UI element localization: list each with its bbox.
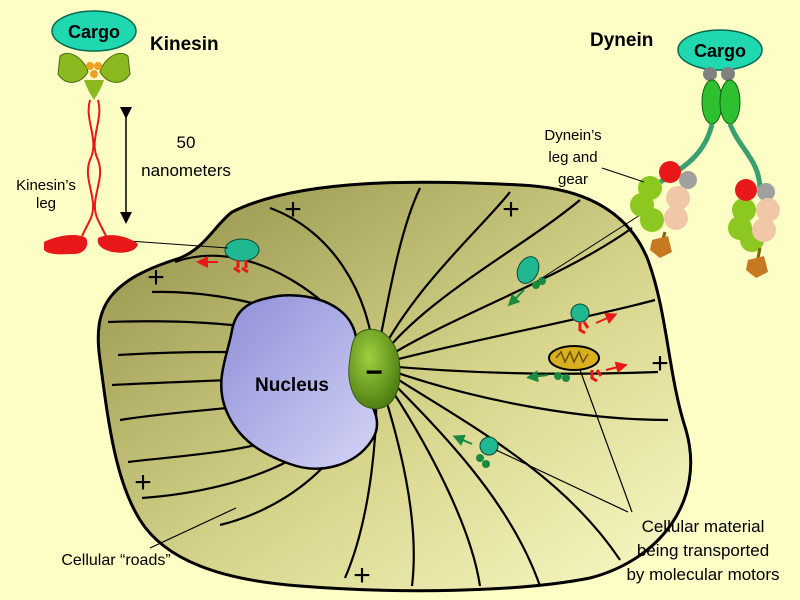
kinesin-leg-label-line2: leg [36, 195, 56, 212]
plus-sign-icon: + [147, 261, 165, 294]
dynein-head-right [728, 179, 780, 278]
dynein-title: Dynein [590, 30, 653, 51]
plus-sign-icon: + [134, 466, 152, 499]
dynein-head-left [630, 161, 697, 258]
kinesin-foot-left [44, 235, 88, 255]
dynein-leg-label-line2: leg and [548, 149, 597, 166]
kinesin-illustration: Cargo [44, 10, 138, 255]
plus-sign-icon: + [353, 559, 371, 592]
microtubule [374, 227, 633, 366]
kinesin-cargo [51, 10, 137, 52]
mitochondrion-cargo [526, 345, 628, 383]
plus-sign-icon: + [651, 347, 669, 380]
dynein-leg-label-line1: Dynein’s [544, 127, 601, 144]
microtubule [374, 298, 656, 367]
dynein-motor-lower [452, 434, 499, 468]
microtubule [374, 363, 669, 422]
scale-value: 50 [177, 133, 196, 152]
microtubule [374, 364, 621, 561]
kinesin-foot-right [97, 235, 138, 253]
kinesin-cargo-label: Cargo [68, 22, 120, 42]
dynein-label-pointer [601, 167, 645, 183]
kinesin-title: Kinesin [150, 34, 219, 55]
dynein-cargo-label: Cargo [694, 41, 746, 61]
centrosome [348, 328, 401, 410]
scale-unit: nanometers [141, 161, 231, 180]
dynein-motor-in-cell [507, 256, 546, 307]
minus-end-sign: − [365, 356, 383, 389]
kinesin-motor-in-cell [196, 238, 260, 274]
roads-label: Cellular “roads” [61, 552, 170, 569]
kinesin-leg-label-line1: Kinesin’s [16, 177, 76, 194]
dynein-cargo [677, 29, 763, 71]
plus-sign-icon: + [284, 193, 302, 226]
roads-pointer [149, 507, 237, 549]
plus-signs: + + + + + + [134, 193, 669, 592]
microtubule [374, 199, 581, 366]
dynein-illustration: Cargo [630, 29, 780, 278]
material-label-line3: by molecular motors [626, 565, 779, 584]
plus-sign-icon: + [502, 193, 520, 226]
material-pointer [495, 449, 629, 513]
material-label-line1: Cellular material [642, 517, 765, 536]
material-pointer [579, 369, 633, 513]
nucleus-label: Nucleus [255, 375, 329, 396]
microtubule [374, 364, 542, 587]
dynein-leg-pointer [541, 214, 641, 279]
material-label-line2: being transported [637, 541, 769, 560]
dynein-leg-label-line3: gear [558, 171, 588, 188]
kinesin-motor-right [570, 303, 618, 335]
nucleus [219, 294, 379, 470]
